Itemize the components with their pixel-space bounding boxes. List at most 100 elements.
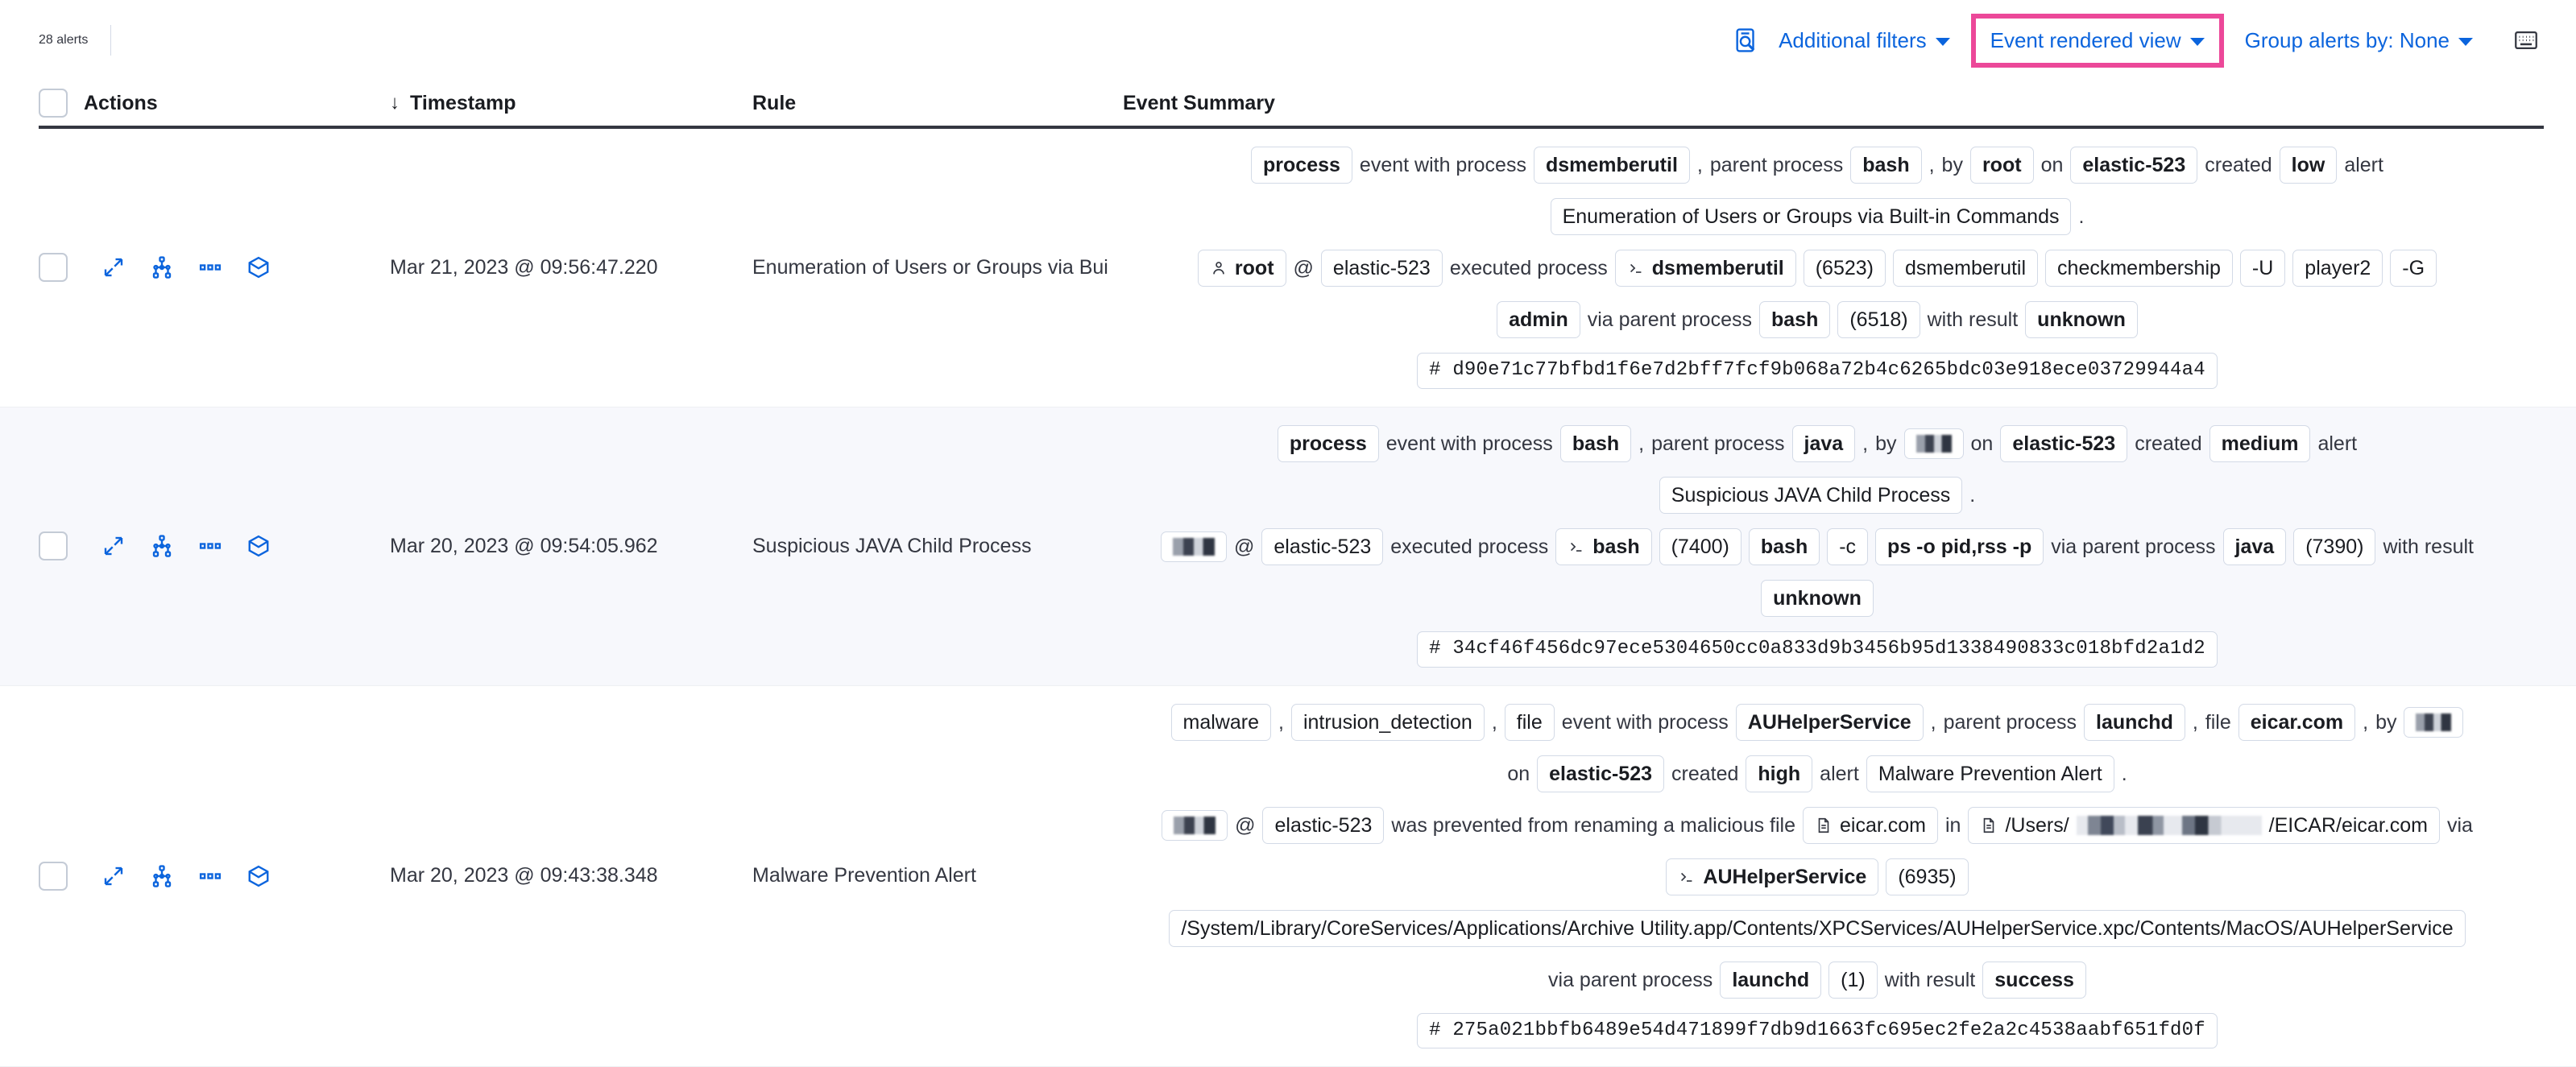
- summary-field-pill[interactable]: elastic-523: [1261, 527, 1384, 565]
- summary-field-pill[interactable]: bash: [1555, 527, 1652, 565]
- summary-field-pill[interactable]: AUHelperService: [1735, 703, 1924, 741]
- summary-field-pill[interactable]: [1160, 531, 1227, 562]
- summary-field-pill[interactable]: (6518): [1837, 301, 1920, 338]
- summary-field-pill[interactable]: java: [2222, 527, 2287, 565]
- summary-field-pill[interactable]: launchd: [2084, 703, 2185, 741]
- summary-field-pill[interactable]: intrusion_detection: [1290, 703, 1485, 741]
- summary-field-pill[interactable]: elastic-523: [1537, 755, 1665, 792]
- summary-field-pill[interactable]: launchd: [1720, 961, 1822, 999]
- summary-field-pill[interactable]: [1162, 809, 1228, 841]
- summary-field-pill[interactable]: (7390): [2293, 527, 2376, 565]
- summary-field-pill[interactable]: (7400): [1659, 527, 1741, 565]
- more-actions-icon[interactable]: [198, 864, 222, 888]
- summary-text: ,: [2192, 710, 2198, 734]
- summary-field-pill[interactable]: -G: [2390, 250, 2437, 287]
- summary-field-pill[interactable]: malware: [1170, 703, 1271, 741]
- session-view-icon[interactable]: [246, 864, 271, 888]
- row-checkbox[interactable]: [39, 861, 68, 891]
- summary-field-pill[interactable]: Suspicious JAVA Child Process: [1659, 476, 1963, 514]
- summary-field-pill[interactable]: eicar.com: [2238, 703, 2356, 741]
- pill-label: player2: [2305, 257, 2371, 279]
- summary-field-pill[interactable]: admin: [1497, 301, 1580, 338]
- summary-field-pill[interactable]: -c: [1827, 527, 1869, 565]
- summary-field-pill[interactable]: success: [1982, 961, 2086, 999]
- summary-field-pill[interactable]: (1): [1828, 961, 1878, 999]
- summary-field-pill[interactable]: elastic-523: [2000, 424, 2128, 462]
- summary-field-pill[interactable]: elastic-523: [1262, 806, 1385, 844]
- summary-field-pill[interactable]: java: [1791, 424, 1856, 462]
- summary-field-pill[interactable]: bash: [1559, 424, 1632, 462]
- summary-text: @: [1235, 813, 1256, 837]
- summary-field-pill[interactable]: unknown: [1761, 579, 1874, 617]
- summary-field-pill[interactable]: dsmemberutil: [1892, 250, 2039, 287]
- event-rendered-view-button[interactable]: Event rendered view: [1987, 28, 2208, 53]
- pill-label: /System/Library/CoreServices/Application…: [1181, 916, 2454, 940]
- analyzer-icon[interactable]: [150, 534, 174, 558]
- inspect-icon[interactable]: [1729, 23, 1764, 58]
- group-alerts-by-button[interactable]: Group alerts by: None: [2230, 18, 2487, 64]
- summary-field-pill[interactable]: bash: [1850, 147, 1922, 184]
- summary-field-pill[interactable]: unknown: [2025, 301, 2138, 338]
- summary-field-pill[interactable]: AUHelperService: [1666, 858, 1879, 895]
- summary-field-pill[interactable]: process: [1251, 147, 1352, 184]
- row-checkbox[interactable]: [39, 253, 68, 283]
- expand-icon[interactable]: [101, 255, 126, 279]
- pill-label: java: [2234, 535, 2275, 558]
- row-rule-name[interactable]: Suspicious JAVA Child Process: [752, 534, 1032, 557]
- column-header-actions[interactable]: Actions: [84, 91, 158, 114]
- summary-field-pill[interactable]: process: [1277, 424, 1379, 462]
- summary-text: with result: [2383, 535, 2474, 558]
- summary-field-pill[interactable]: root: [1969, 147, 2034, 184]
- summary-field-pill[interactable]: dsmemberutil: [1614, 250, 1796, 287]
- analyzer-icon[interactable]: [150, 255, 174, 279]
- summary-field-pill[interactable]: elastic-523: [1320, 250, 1443, 287]
- session-view-icon[interactable]: [246, 255, 271, 279]
- summary-field-pill[interactable]: /Users//EICAR/eicar.com: [1968, 806, 2440, 844]
- summary-field-pill[interactable]: [2404, 706, 2464, 738]
- summary-field-pill[interactable]: player2: [2292, 250, 2383, 287]
- keyboard-icon[interactable]: [2508, 23, 2544, 58]
- more-actions-icon[interactable]: [198, 255, 222, 279]
- row-checkbox[interactable]: [39, 531, 68, 561]
- pill-label: success: [1994, 968, 2074, 991]
- event-hash-pill[interactable]: # 275a021bbfb6489e54d471899f7db9d1663fc6…: [1417, 1012, 2218, 1049]
- expand-icon[interactable]: [101, 864, 126, 888]
- summary-field-pill[interactable]: [1903, 428, 1964, 459]
- select-all-checkbox[interactable]: [39, 89, 68, 118]
- summary-field-pill[interactable]: root: [1197, 250, 1286, 287]
- session-view-icon[interactable]: [246, 534, 271, 558]
- summary-field-pill[interactable]: dsmemberutil: [1533, 147, 1690, 184]
- event-hash-pill[interactable]: # 34cf46f456dc97ece5304650cc0a833d9b3456…: [1417, 631, 2218, 668]
- event-hash-pill[interactable]: # d90e71c77bfbd1f6e7d2bff7fcf9b068a72b4c…: [1417, 353, 2218, 389]
- summary-field-pill[interactable]: Enumeration of Users or Groups via Built…: [1550, 198, 2072, 235]
- summary-field-pill[interactable]: eicar.com: [1803, 806, 1938, 844]
- summary-field-pill[interactable]: -U: [2239, 250, 2286, 287]
- summary-field-pill[interactable]: medium: [2209, 424, 2311, 462]
- summary-field-pill[interactable]: /System/Library/CoreServices/Application…: [1169, 909, 2466, 947]
- summary-field-pill[interactable]: Malware Prevention Alert: [1866, 755, 2114, 792]
- pill-label: high: [1758, 762, 1801, 785]
- summary-field-pill[interactable]: ps -o pid,rss -p: [1875, 527, 2044, 565]
- summary-field-pill[interactable]: checkmembership: [2045, 250, 2233, 287]
- row-timestamp: Mar 20, 2023 @ 09:54:05.962: [390, 534, 658, 557]
- row-rule-name[interactable]: Enumeration of Users or Groups via Bui: [752, 255, 1108, 279]
- column-header-rule[interactable]: Rule: [752, 91, 797, 114]
- summary-field-pill[interactable]: (6935): [1886, 858, 1969, 895]
- additional-filters-button[interactable]: Additional filters: [1764, 18, 1965, 64]
- summary-field-pill[interactable]: file: [1504, 703, 1555, 741]
- summary-field-pill[interactable]: bash: [1748, 527, 1820, 565]
- summary-field-pill[interactable]: low: [2279, 147, 2338, 184]
- expand-icon[interactable]: [101, 534, 126, 558]
- summary-field-pill[interactable]: (6523): [1803, 250, 1886, 287]
- analyzer-icon[interactable]: [150, 864, 174, 888]
- summary-field-pill[interactable]: bash: [1759, 301, 1831, 338]
- table-row[interactable]: Mar 20, 2023 @ 09:54:05.962 Suspicious JA…: [0, 407, 2576, 686]
- row-rule-name[interactable]: Malware Prevention Alert: [752, 864, 976, 887]
- summary-field-pill[interactable]: high: [1746, 755, 1813, 792]
- column-header-timestamp[interactable]: ↓ Timestamp: [390, 92, 752, 115]
- summary-field-pill[interactable]: elastic-523: [2070, 147, 2198, 184]
- more-actions-icon[interactable]: [198, 534, 222, 558]
- column-header-event-summary[interactable]: Event Summary: [1123, 91, 1275, 114]
